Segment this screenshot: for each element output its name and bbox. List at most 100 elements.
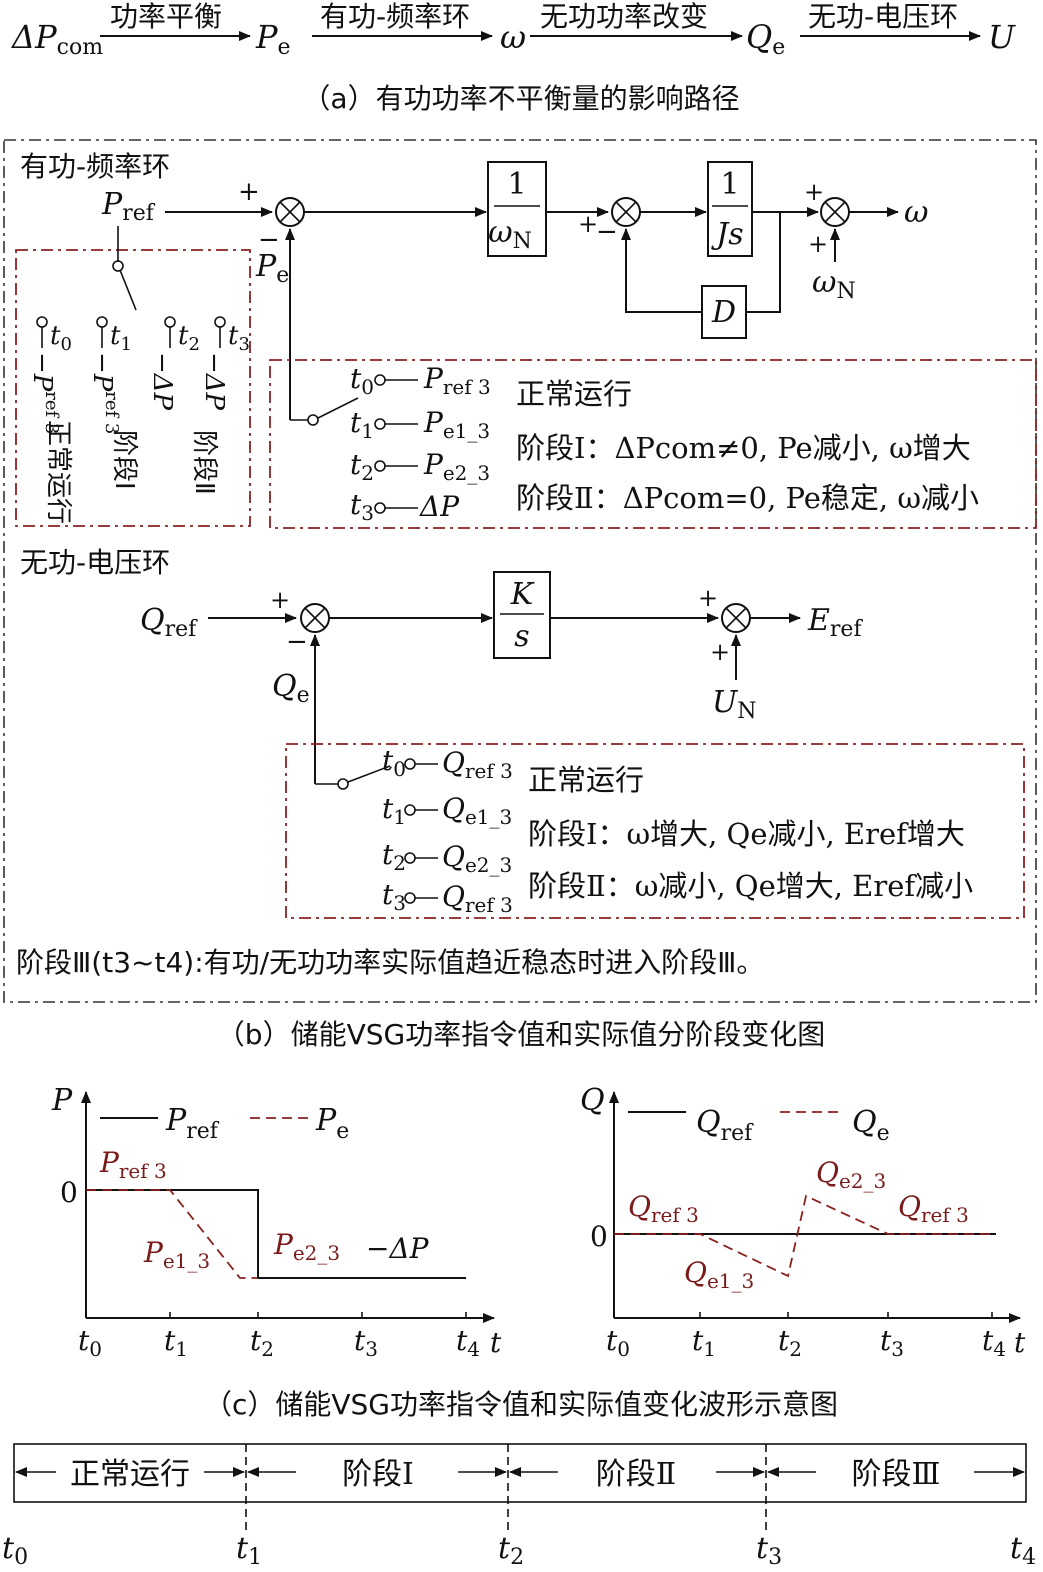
- timeline-t2: t2: [498, 1531, 524, 1570]
- svg-text:Qref 3: Qref 3: [442, 746, 513, 783]
- caption-c: （c）储能VSG功率指令值和实际值变化波形示意图: [204, 1388, 838, 1421]
- svg-text:阶段Ⅱ：ΔPcom=0, Pe稳定, ω减小: 阶段Ⅱ：ΔPcom=0, Pe稳定, ω减小: [516, 481, 979, 515]
- svg-text:阶段Ⅰ：ΔPcom≠0, Pe减小, ω增大: 阶段Ⅰ：ΔPcom≠0, Pe减小, ω增大: [516, 431, 971, 465]
- timeline-stage-3: 阶段Ⅲ: [852, 1457, 941, 1492]
- svg-text:t0: t0: [382, 744, 406, 781]
- q-legend-dash: Qe: [852, 1105, 890, 1146]
- path-step2: 有功-频率环: [320, 0, 470, 33]
- svg-text:t0: t0: [350, 362, 374, 399]
- qe-label: Qe: [272, 669, 310, 708]
- svg-text:t2: t2: [382, 838, 406, 875]
- p-tick-t0: t0: [78, 1324, 102, 1361]
- q-e-series: [614, 1194, 996, 1278]
- plus-sign: +: [270, 586, 290, 614]
- p-chart: P t 0 Pref Pe Pref 3 Pe1_3 Pe2_3 −ΔP t0 …: [51, 1083, 502, 1361]
- q-label-qe23: Qe2_3: [816, 1156, 886, 1193]
- svg-text:−ΔP: −ΔP: [199, 352, 229, 411]
- svg-text:Pref 3: Pref 3: [423, 362, 491, 399]
- block-k: K: [510, 577, 535, 612]
- p-label-dp: −ΔP: [366, 1232, 430, 1265]
- p-tick-t3: t3: [354, 1324, 378, 1361]
- influence-path: ΔPcom 功率平衡 Pe 有功-频率环 ω 无功功率改变 Qe 无功-电压环 …: [10, 0, 1016, 60]
- path-node3: Qe: [746, 18, 785, 60]
- svg-text:t1: t1: [382, 792, 406, 829]
- omega-n-input: ωN: [812, 265, 856, 304]
- caption-b: （b）储能VSG功率指令值和实际值分阶段变化图: [217, 1018, 825, 1051]
- p-tick-t1: t1: [164, 1324, 188, 1361]
- loops-frame: [3, 139, 1037, 1003]
- timeline-stage-1: 阶段Ⅰ: [342, 1457, 414, 1492]
- qv-stage-desc: 正常运行 阶段Ⅰ：ω增大, Qe减小, Eref增大 阶段Ⅱ：ω减小, Qe增大…: [528, 763, 973, 903]
- plus-sign: +: [698, 584, 718, 612]
- q-axis-y: Q: [580, 1083, 605, 1118]
- q-label-qref3-a: Qref 3: [628, 1190, 699, 1227]
- q-legend-solid: Qref: [696, 1105, 754, 1146]
- q-tick-t2: t2: [778, 1324, 802, 1361]
- path-node2: ω: [500, 18, 526, 56]
- svg-text:Qe2_3: Qe2_3: [442, 840, 512, 877]
- path-node4: U: [988, 18, 1016, 56]
- svg-text:t2: t2: [350, 448, 374, 485]
- qe-switch-box: [285, 743, 1025, 919]
- qv-loop-title: 无功-电压环: [20, 546, 170, 579]
- svg-text:Pe2_3: Pe2_3: [423, 448, 490, 485]
- pf-stage-desc: 正常运行 阶段Ⅰ：ΔPcom≠0, Pe减小, ω增大 阶段Ⅱ：ΔPcom=0,…: [516, 377, 979, 515]
- svg-text:正常运行: 正常运行: [43, 420, 73, 524]
- p-axis-y: P: [51, 1083, 73, 1118]
- timeline-stage-0: 正常运行: [70, 1457, 190, 1492]
- qe-options: t0 Qref 3 t1 Qe1_3 t2 Qe2_3 t3 Qref 3: [382, 744, 513, 917]
- svg-text:Pe1_3: Pe1_3: [423, 406, 490, 443]
- timeline-frame: [13, 1443, 1027, 1503]
- block2-num: 1: [720, 167, 739, 202]
- svg-text:t3: t3: [382, 878, 406, 915]
- pf-loop: 有功-频率环 Pref + − Pe 1 ωN + − 1 Js + ω + ω…: [15, 150, 1037, 529]
- p-tick-t2: t2: [250, 1324, 274, 1361]
- svg-text:t3: t3: [350, 488, 374, 525]
- path-step1: 功率平衡: [110, 0, 222, 33]
- plus-sign: +: [804, 178, 824, 206]
- pref-label: Pref: [101, 187, 156, 226]
- stage-timeline: 正常运行 阶段Ⅰ 阶段Ⅱ 阶段Ⅲ t0 t1 t2 t3 t4: [2, 1443, 1036, 1570]
- svg-text:t0: t0: [50, 321, 72, 355]
- block-s: s: [514, 619, 529, 654]
- p-label-pe13: Pe1_3: [143, 1236, 210, 1273]
- q-label-qref3-b: Qref 3: [898, 1190, 969, 1227]
- svg-text:Qe1_3: Qe1_3: [442, 792, 512, 829]
- svg-text:t2: t2: [178, 321, 200, 355]
- q-tick-t3: t3: [880, 1324, 904, 1361]
- path-node1: Pe: [255, 18, 291, 60]
- svg-text:正常运行: 正常运行: [516, 377, 632, 411]
- p-tick-t4: t4: [456, 1324, 480, 1361]
- block1-num: 1: [507, 167, 526, 202]
- stage3-note: 阶段Ⅲ(t3~t4):有功/无功功率实际值趋近稳态时进入阶段Ⅲ。: [16, 946, 764, 979]
- eref-output: Eref: [807, 603, 863, 642]
- pe-switch-box: [269, 359, 1037, 529]
- p-legend-solid: Pref: [165, 1103, 220, 1144]
- minus-sign: −: [596, 217, 618, 247]
- svg-text:−ΔP: −ΔP: [147, 352, 177, 411]
- minus-sign: −: [286, 627, 308, 657]
- pe-label: Pe: [255, 249, 289, 288]
- q-chart: Q t 0 Qref Qe Qref 3 Qe1_3 Qe2_3 Qref 3 …: [580, 1083, 1026, 1361]
- block-d-label: D: [711, 295, 736, 330]
- timeline-t3: t3: [756, 1531, 782, 1570]
- timeline-t0: t0: [2, 1531, 28, 1570]
- path-step4: 无功-电压环: [808, 0, 958, 33]
- path-start: ΔPcom: [10, 18, 103, 60]
- p-legend-dash: Pe: [315, 1103, 349, 1144]
- qv-loop: 无功-电压环 Qref + − Qe K s + Eref + UN t0 Qr…: [20, 546, 1025, 919]
- qref-label: Qref: [140, 603, 198, 642]
- q-tick-t0: t0: [606, 1324, 630, 1361]
- path-step3: 无功功率改变: [540, 0, 708, 33]
- svg-text:阶段Ⅱ：ω减小, Qe增大, Eref减小: 阶段Ⅱ：ω减小, Qe增大, Eref减小: [528, 869, 973, 903]
- pf-loop-title: 有功-频率环: [20, 150, 170, 183]
- svg-text:ΔP: ΔP: [419, 490, 460, 523]
- svg-text:Qref 3: Qref 3: [442, 880, 513, 917]
- p-label-pe23: Pe2_3: [273, 1228, 340, 1265]
- svg-text:−Pref 3: −Pref 3: [27, 352, 62, 434]
- block2-den: Js: [710, 217, 743, 252]
- svg-text:t1: t1: [350, 406, 374, 443]
- q-axis-x: t: [1014, 1326, 1026, 1359]
- plus-sign: +: [238, 177, 260, 207]
